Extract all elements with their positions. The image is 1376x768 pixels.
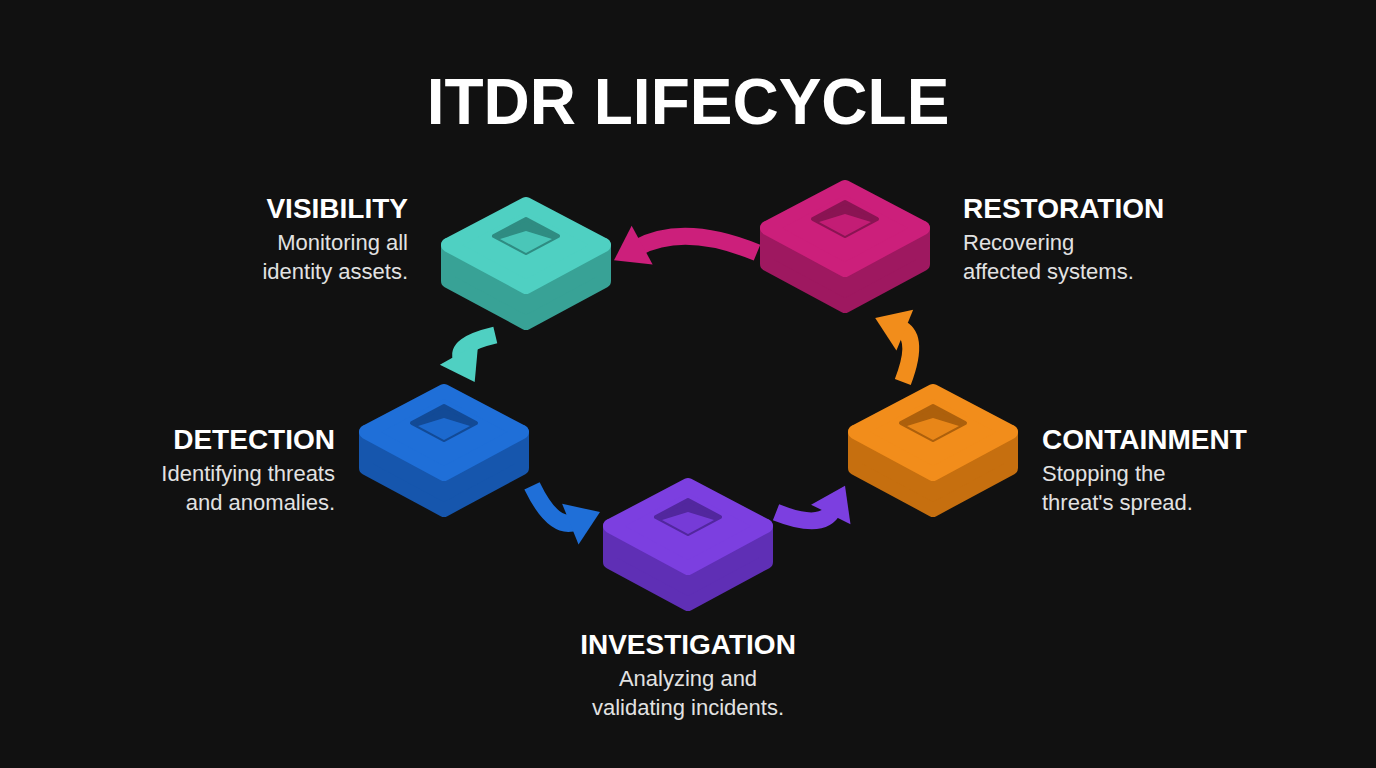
tile-notch <box>901 406 965 440</box>
tile-notch-floor <box>418 418 470 440</box>
lifecycle-step: RESTORATIONRecovering affected systems. <box>757 178 933 318</box>
isometric-tile <box>845 382 1021 522</box>
arrow-head <box>440 343 478 382</box>
cycle-arrow <box>440 335 495 382</box>
tile-top <box>855 391 1011 474</box>
step-description: Stopping the threat's spread. <box>1042 459 1234 517</box>
cycle-arrow <box>614 226 757 265</box>
isometric-tile <box>356 382 532 522</box>
lifecycle-step: DETECTIONIdentifying threats and anomali… <box>356 382 532 522</box>
tile-notch-floor <box>500 231 552 253</box>
tile-notch <box>494 219 558 253</box>
step-text: RESTORATIONRecovering affected systems. <box>963 192 1223 286</box>
step-heading: CONTAINMENT <box>1042 423 1302 457</box>
tile-notch <box>813 202 877 236</box>
step-description: Identifying threats and anomalies. <box>120 459 335 517</box>
tile-top <box>767 187 923 270</box>
step-description: Analyzing and validating incidents. <box>574 664 802 722</box>
step-heading: INVESTIGATION <box>538 628 838 662</box>
tile-top <box>448 204 604 287</box>
tile-notch <box>412 406 476 440</box>
isometric-tile <box>757 178 933 318</box>
lifecycle-step: INVESTIGATIONAnalyzing and validating in… <box>600 476 776 616</box>
step-description: Monitoring all identity assets. <box>226 228 408 286</box>
arrow-head <box>614 226 653 265</box>
tile-notch-floor <box>819 214 871 236</box>
step-text: INVESTIGATIONAnalyzing and validating in… <box>538 628 838 722</box>
step-description: Recovering affected systems. <box>963 228 1151 286</box>
arrow-head <box>811 486 850 524</box>
step-text: VISIBILITYMonitoring all identity assets… <box>178 192 408 286</box>
isometric-tile <box>600 476 776 616</box>
tile-top <box>366 391 522 474</box>
lifecycle-step: CONTAINMENTStopping the threat's spread. <box>845 382 1021 522</box>
cycle-arrow <box>532 486 600 545</box>
tile-top <box>610 485 766 568</box>
arrow-shaft <box>637 236 757 252</box>
step-heading: RESTORATION <box>963 192 1223 226</box>
tile-notch-floor <box>907 418 959 440</box>
step-text: DETECTIONIdentifying threats and anomali… <box>105 423 335 517</box>
cycle-arrow <box>875 310 913 382</box>
step-heading: DETECTION <box>105 423 335 457</box>
step-heading: VISIBILITY <box>178 192 408 226</box>
step-text: CONTAINMENTStopping the threat's spread. <box>1042 423 1302 517</box>
arrow-head <box>562 504 600 545</box>
tile-notch-floor <box>662 512 714 534</box>
cycle-arrow <box>776 486 850 524</box>
arrow-head <box>875 310 913 351</box>
tile-notch <box>656 500 720 534</box>
isometric-tile <box>438 195 614 335</box>
lifecycle-step: VISIBILITYMonitoring all identity assets… <box>438 195 614 335</box>
diagram-title: ITDR LIFECYCLE <box>0 64 1376 140</box>
